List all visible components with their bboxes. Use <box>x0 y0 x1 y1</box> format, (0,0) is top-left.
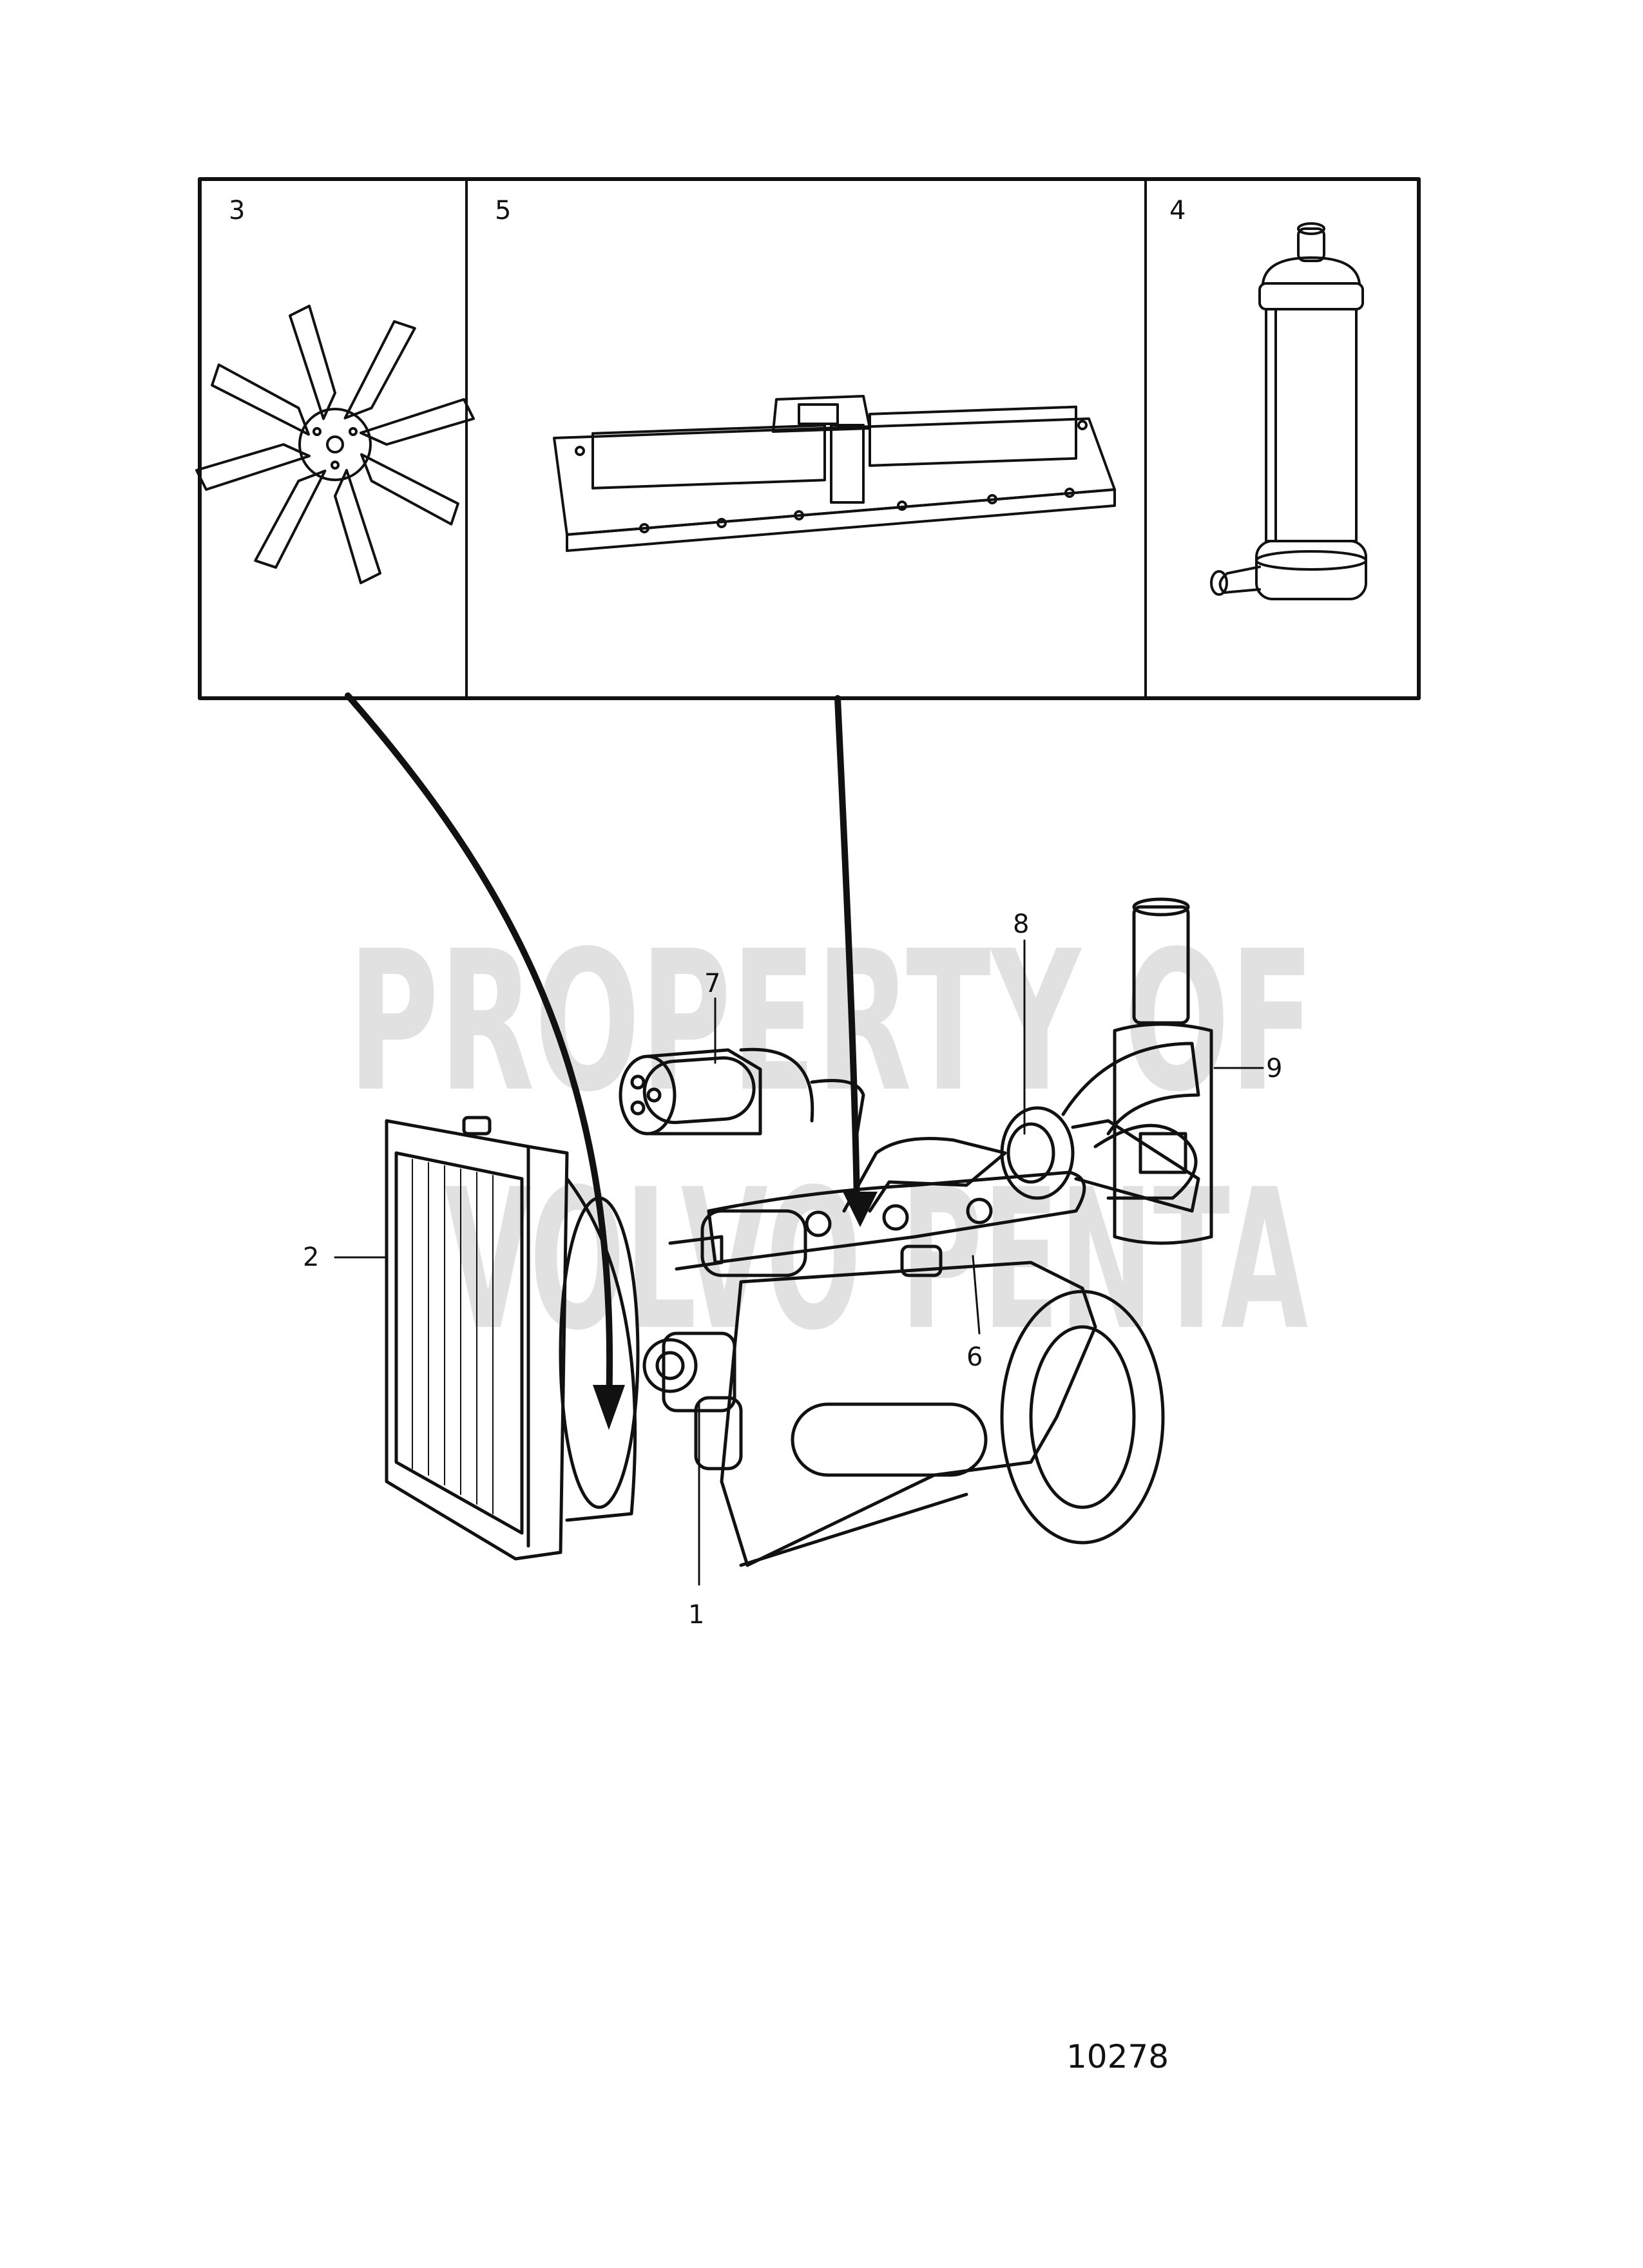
fan-shroud <box>565 1177 637 1522</box>
illustration-reference-number: 10278 <box>1066 2038 1169 2075</box>
fan-arrowhead <box>593 1385 625 1430</box>
pointer-arrows <box>345 692 878 1430</box>
callout-6: 6 <box>966 1342 983 1372</box>
radiator <box>385 1116 569 1561</box>
filter-canister-icon <box>1210 222 1367 600</box>
panel-number-3: 3 <box>229 196 245 225</box>
callouts: 1 2 6 7 8 9 <box>303 910 1282 1630</box>
panel-canister: 4 <box>1169 196 1367 600</box>
callout-8: 8 <box>1013 910 1029 939</box>
detail-inset-frame <box>198 177 1421 700</box>
charge-air-cooler <box>619 1047 865 1136</box>
callout-leaders <box>334 939 1264 1586</box>
panel-number-4: 4 <box>1169 196 1186 225</box>
engine-assembly <box>385 897 1213 1567</box>
fan-arrow <box>345 692 613 1407</box>
panel-number-5: 5 <box>495 196 511 225</box>
callout-1: 1 <box>688 1600 704 1630</box>
panel-fan: 3 <box>195 196 475 584</box>
intake-manifold-icon <box>553 395 1116 552</box>
engine-block <box>720 1261 1165 1567</box>
callout-9: 9 <box>1266 1054 1282 1083</box>
callout-2: 2 <box>303 1243 319 1272</box>
callout-7: 7 <box>704 969 720 998</box>
exhaust-bend <box>1061 1042 1200 1136</box>
watermark-line-2: VOLVO PENTA <box>445 1148 1309 1373</box>
coolant-pipe <box>842 1137 1007 1213</box>
panel-manifold: 5 <box>495 196 1116 552</box>
air-filter <box>1093 897 1213 1245</box>
turbocharger <box>1000 1106 1200 1213</box>
manifold-arrow <box>834 695 860 1205</box>
fan-icon <box>195 305 475 584</box>
exhaust-manifold <box>668 1170 1086 1277</box>
